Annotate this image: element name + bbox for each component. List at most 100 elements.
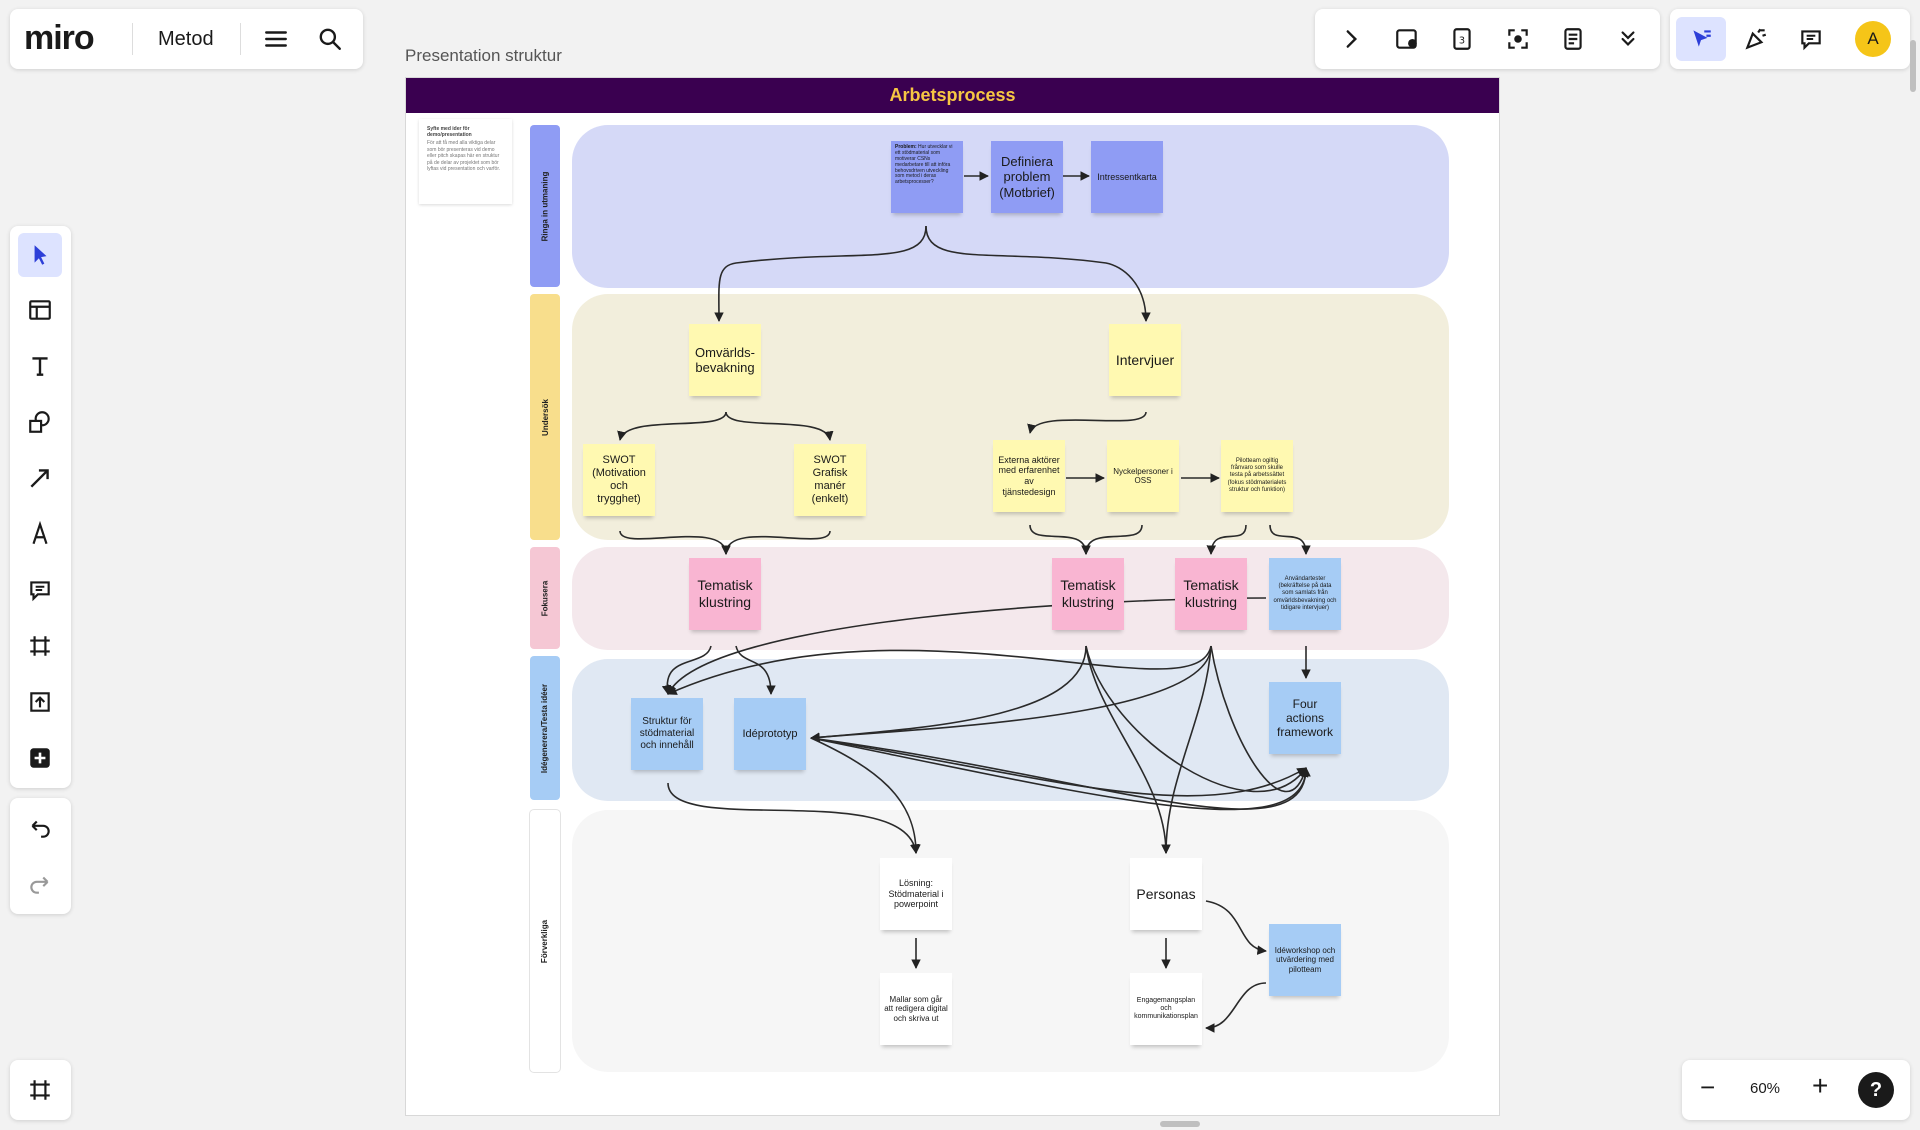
undo-redo-bar	[10, 798, 71, 914]
frame-icon[interactable]	[18, 624, 62, 668]
sticky-text: Idéworkshop och utvärdering med pilottea…	[1274, 945, 1336, 974]
sticky-engagemangsplan[interactable]: Engagemangsplan och kommunikationsplan	[1130, 973, 1202, 1045]
sticky-text: Definiera problem (Motbrief)	[999, 154, 1055, 200]
search-icon[interactable]	[308, 17, 352, 61]
vertical-scrollbar[interactable]	[1910, 40, 1916, 92]
sticky-personas[interactable]: Personas	[1130, 858, 1202, 930]
sticky-swot-grafisk[interactable]: SWOT Grafisk manér (enkelt)	[794, 444, 866, 516]
sticky-swot-motivation[interactable]: SWOT (Motivation och trygghet)	[583, 444, 655, 516]
sticky-text: Intressentkarta	[1097, 171, 1157, 182]
sticky-text: Omvärlds-bevakning	[695, 344, 755, 375]
note-card-body: För att få med alla viktiga delar som bö…	[427, 140, 501, 172]
pen-icon[interactable]	[18, 512, 62, 556]
sticky-text: SWOT (Motivation och trygghet)	[592, 454, 646, 505]
sticky-definiera-problem[interactable]: Definiera problem (Motbrief)	[991, 141, 1063, 213]
sticky-text: Intervjuer	[1115, 351, 1175, 368]
sticky-nyckelpersoner[interactable]: Nyckelpersoner i OSS	[1107, 440, 1179, 512]
avatar[interactable]: A	[1855, 21, 1891, 57]
zoom-out-button[interactable]: −	[1700, 1072, 1716, 1102]
focus-frame-icon[interactable]	[1496, 17, 1540, 61]
zoom-bar: − 60% + ?	[1682, 1060, 1910, 1120]
sticky-present-icon[interactable]	[1385, 17, 1429, 61]
sticky-externa-aktorer[interactable]: Externa aktörer med erfarenhet av tjänst…	[993, 440, 1065, 512]
sticky-omvarldsbevakning[interactable]: Omvärlds-bevakning	[689, 324, 761, 396]
more-apps-icon[interactable]	[18, 736, 62, 780]
text-icon[interactable]	[18, 344, 62, 388]
sticky-text: Tematisk klustring	[1183, 577, 1239, 610]
undo-icon[interactable]	[18, 806, 62, 850]
frames-icon[interactable]	[18, 1068, 62, 1112]
sticky-text: Mallar som går att redigera digital och …	[884, 994, 948, 1023]
sticky-text: Användartester (bekräftelse på data som …	[1273, 576, 1337, 611]
sticky-problem[interactable]: Problem: Hur utvecklar vi ett stödmateri…	[891, 141, 963, 213]
upload-icon[interactable]	[18, 680, 62, 724]
board-tools-bar: 3	[1315, 9, 1660, 69]
cursor-follow-icon[interactable]	[1676, 17, 1726, 61]
note-card[interactable]: Syfte med ider för demo/presentation För…	[419, 119, 512, 204]
sticky-text: Idéprototyp	[742, 727, 798, 740]
timer-icon[interactable]: 3	[1440, 17, 1484, 61]
chevron-double-down-icon[interactable]	[1606, 17, 1650, 61]
sticky-text: Lösning: Stödmaterial i powerpoint	[888, 878, 944, 910]
lane-label-text: Idégenerera/Testa idéer	[540, 683, 550, 773]
app-bar: miro Metod	[10, 9, 363, 69]
lane-label-text: Undersök	[540, 398, 550, 436]
sticky-tematisk-klustring-2[interactable]: Tematisk klustring	[1052, 558, 1124, 630]
sticky-intressentkarta[interactable]: Intressentkarta	[1091, 141, 1163, 213]
lane-label-text: Fokusera	[540, 580, 550, 616]
shapes-icon[interactable]	[18, 400, 62, 444]
sticky-ideworkshop[interactable]: Idéworkshop och utvärdering med pilottea…	[1269, 924, 1341, 996]
hamburger-icon[interactable]	[254, 17, 298, 61]
sticky-text: SWOT Grafisk manér (enkelt)	[811, 454, 849, 505]
sticky-pilotteam[interactable]: Pilotteam ogiltig frånvaro som skulle te…	[1221, 440, 1293, 512]
sticky-tematisk-klustring-1[interactable]: Tematisk klustring	[689, 558, 761, 630]
sticky-ideprototyp[interactable]: Idéprototyp	[734, 698, 806, 770]
sticky-anvandartester[interactable]: Användartester (bekräftelse på data som …	[1269, 558, 1341, 630]
divider	[132, 23, 133, 55]
frame-title[interactable]: Presentation struktur	[405, 46, 562, 65]
sticky-tematisk-klustring-3[interactable]: Tematisk klustring	[1175, 558, 1247, 630]
comment-icon[interactable]	[18, 568, 62, 612]
redo-icon[interactable]	[18, 862, 62, 906]
help-button[interactable]: ?	[1858, 1072, 1894, 1108]
sticky-text: Struktur för stödmaterial och innehåll	[639, 716, 695, 751]
horizontal-scrollbar[interactable]	[1160, 1121, 1200, 1127]
templates-icon[interactable]	[18, 288, 62, 332]
sticky-text: Tematisk klustring	[1060, 577, 1116, 610]
sticky-text: Personas	[1136, 885, 1196, 902]
comment-icon[interactable]	[1789, 17, 1833, 61]
lane-label-forverkliga: Förverkliga	[530, 810, 560, 1072]
collab-bar: A	[1670, 9, 1910, 69]
board-name[interactable]: Metod	[158, 28, 214, 50]
select-icon[interactable]	[18, 233, 62, 277]
sticky-losning[interactable]: Lösning: Stödmaterial i powerpoint	[880, 858, 952, 930]
frames-panel-button	[10, 1060, 71, 1120]
svg-text:3: 3	[1459, 35, 1465, 46]
lane-label-ringa-in: Ringa in utmaning	[530, 125, 560, 287]
sticky-struktur-stodmaterial[interactable]: Struktur för stödmaterial och innehåll	[631, 698, 703, 770]
help-icon: ?	[1869, 1078, 1883, 1101]
divider	[240, 23, 241, 55]
zoom-in-button[interactable]: +	[1812, 1070, 1829, 1101]
arrow-line-icon[interactable]	[18, 456, 62, 500]
lane-label-text: Förverkliga	[540, 919, 550, 963]
miro-logo[interactable]: miro	[24, 19, 95, 57]
lane-label-idegenerera: Idégenerera/Testa idéer	[530, 656, 560, 800]
sticky-text: Pilotteam ogiltig frånvaro som skulle te…	[1227, 458, 1287, 493]
sticky-text: Tematisk klustring	[697, 577, 753, 610]
sticky-four-actions[interactable]: Four actions framework	[1269, 682, 1341, 754]
sticky-text: Problem: Hur utvecklar vi ett stödmateri…	[895, 144, 953, 186]
lane-label-undersok: Undersök	[530, 294, 560, 540]
frame-header: Arbetsprocess	[406, 78, 1499, 113]
sticky-mallar[interactable]: Mallar som går att redigera digital och …	[880, 973, 952, 1045]
sticky-text: Nyckelpersoner i OSS	[1113, 466, 1173, 485]
celebrate-icon[interactable]	[1734, 17, 1778, 61]
sticky-text: Externa aktörer med erfarenhet av tjänst…	[998, 454, 1060, 497]
chevron-right-icon[interactable]	[1329, 17, 1373, 61]
board-frame[interactable]: Arbetsprocess Syfte med ider för demo/pr…	[405, 77, 1500, 1116]
zoom-level[interactable]: 60%	[1750, 1080, 1781, 1097]
sticky-text: Engagemangsplan och kommunikationsplan	[1134, 996, 1198, 1021]
sticky-text: Four actions framework	[1276, 696, 1333, 740]
notes-icon[interactable]	[1551, 17, 1595, 61]
sticky-intervjuer[interactable]: Intervjuer	[1109, 324, 1181, 396]
